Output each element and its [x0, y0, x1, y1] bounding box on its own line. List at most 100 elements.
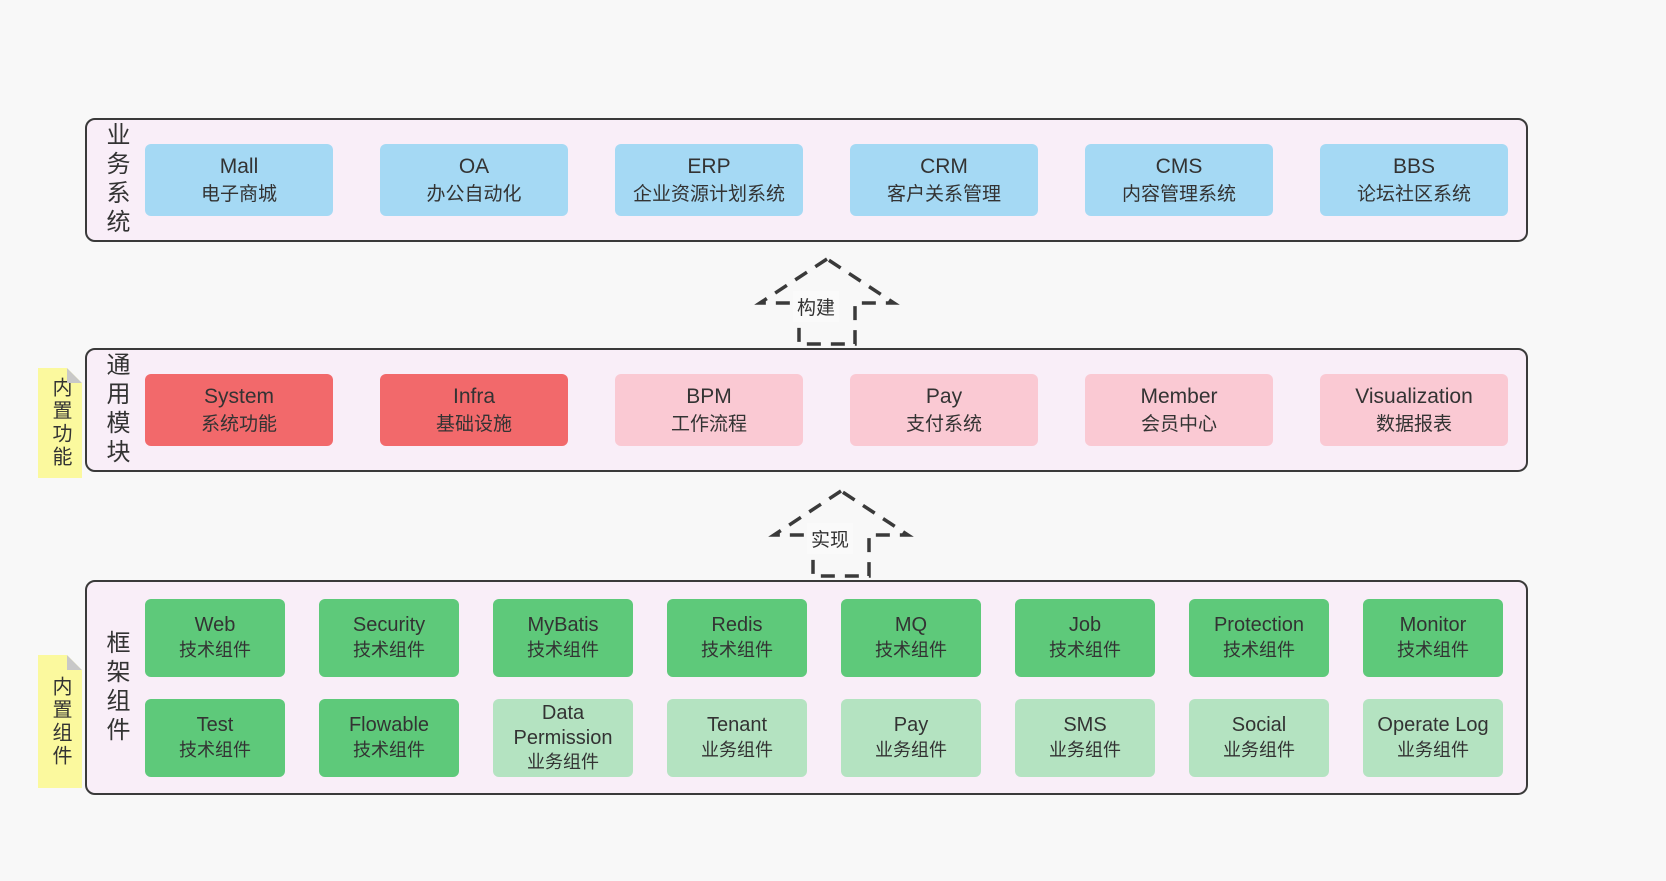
note-builtin-features-label: 内置功能 — [49, 377, 71, 469]
implement-arrow: 实现 — [766, 488, 916, 580]
box-infra: Infra 基础设施 — [380, 374, 568, 446]
box-redis: Redis 技术组件 — [667, 598, 807, 677]
box-bbs-name: BBS — [1392, 154, 1436, 178]
box-mall-desc: 电子商城 — [200, 183, 277, 205]
box-data-permission: Data Permission 业务组件 — [493, 698, 633, 777]
box-system-name: System — [203, 384, 274, 408]
box-social-name: Social — [1231, 714, 1287, 737]
box-test-name: Test — [196, 714, 234, 737]
note-builtin-features: 内置功能 — [38, 368, 82, 478]
box-web: Web 技术组件 — [145, 598, 285, 677]
layer-framework-components: 框架组件 Web 技术组件 Security 技术组件 MyBatis 技术组件… — [85, 580, 1528, 795]
box-pay-biz: Pay 业务组件 — [841, 698, 981, 777]
box-bpm: BPM 工作流程 — [615, 374, 803, 446]
box-oa: OA 办公自动化 — [380, 144, 568, 216]
box-social: Social 业务组件 — [1189, 698, 1329, 777]
box-mybatis: MyBatis 技术组件 — [493, 598, 633, 677]
box-job: Job 技术组件 — [1015, 598, 1155, 677]
box-web-name: Web — [194, 614, 236, 637]
box-monitor-name: Monitor — [1399, 614, 1467, 637]
box-visualization-desc: 数据报表 — [1375, 413, 1452, 435]
box-infra-desc: 基础设施 — [435, 413, 512, 435]
up-block-arrow-icon — [754, 256, 900, 346]
box-protection-name: Protection — [1213, 614, 1305, 637]
box-protection-desc: 技术组件 — [1223, 639, 1295, 660]
box-bpm-desc: 工作流程 — [670, 413, 747, 435]
box-cms-name: CMS — [1155, 154, 1203, 178]
box-test: Test 技术组件 — [145, 698, 285, 777]
box-visualization-name: Visualization — [1355, 384, 1473, 408]
box-tenant-desc: 业务组件 — [701, 739, 773, 760]
box-mq: MQ 技术组件 — [841, 598, 981, 677]
layer-business-systems-label: 业务系统 — [102, 122, 129, 238]
box-protection: Protection 技术组件 — [1189, 598, 1329, 677]
box-mall: Mall 电子商城 — [145, 144, 333, 216]
box-erp-desc: 企业资源计划系统 — [632, 183, 785, 205]
implement-arrow-label: 实现 — [807, 523, 854, 554]
common-modules-row: System 系统功能 Infra 基础设施 BPM 工作流程 Pay 支付系统… — [145, 374, 1508, 446]
build-arrow-label: 构建 — [793, 291, 840, 322]
box-bpm-name: BPM — [686, 384, 732, 408]
box-flowable-name: Flowable — [348, 714, 430, 737]
box-security: Security 技术组件 — [319, 598, 459, 677]
layer-framework-components-label: 框架组件 — [102, 629, 129, 746]
box-web-desc: 技术组件 — [179, 639, 251, 660]
box-member: Member 会员中心 — [1085, 374, 1273, 446]
box-cms: CMS 内容管理系统 — [1085, 144, 1273, 216]
box-oa-name: OA — [458, 154, 490, 178]
box-data-permission-name: Data Permission — [513, 702, 613, 749]
box-mq-desc: 技术组件 — [875, 639, 947, 660]
box-pay: Pay 支付系统 — [850, 374, 1038, 446]
box-mall-name: Mall — [219, 154, 259, 178]
box-mybatis-desc: 技术组件 — [527, 639, 599, 660]
box-pay-name: Pay — [925, 384, 963, 408]
framework-components-grid: Web 技术组件 Security 技术组件 MyBatis 技术组件 Redi… — [145, 598, 1503, 777]
box-monitor: Monitor 技术组件 — [1363, 598, 1503, 677]
box-crm-name: CRM — [920, 154, 968, 178]
up-block-arrow-icon — [768, 488, 914, 578]
build-arrow: 构建 — [752, 256, 902, 348]
box-infra-name: Infra — [452, 384, 496, 408]
box-security-name: Security — [352, 614, 426, 637]
box-bbs: BBS 论坛社区系统 — [1320, 144, 1508, 216]
box-redis-desc: 技术组件 — [701, 639, 773, 660]
box-sms-name: SMS — [1063, 714, 1107, 737]
box-cms-desc: 内容管理系统 — [1121, 183, 1236, 205]
box-security-desc: 技术组件 — [353, 639, 425, 660]
box-flowable: Flowable 技术组件 — [319, 698, 459, 777]
box-system-desc: 系统功能 — [200, 413, 277, 435]
layer-business-systems: 业务系统 Mall 电子商城 OA 办公自动化 ERP 企业资源计划系统 CRM… — [85, 118, 1528, 242]
box-crm-desc: 客户关系管理 — [886, 183, 1001, 205]
box-test-desc: 技术组件 — [179, 739, 251, 760]
box-sms-desc: 业务组件 — [1049, 739, 1121, 760]
box-member-desc: 会员中心 — [1140, 413, 1217, 435]
box-member-name: Member — [1140, 384, 1218, 408]
note-builtin-components-label: 内置组件 — [49, 675, 71, 768]
box-sms: SMS 业务组件 — [1015, 698, 1155, 777]
box-bbs-desc: 论坛社区系统 — [1356, 183, 1471, 205]
box-system: System 系统功能 — [145, 374, 333, 446]
box-erp: ERP 企业资源计划系统 — [615, 144, 803, 216]
box-operate-log: Operate Log 业务组件 — [1363, 698, 1503, 777]
box-operate-log-name: Operate Log — [1377, 714, 1489, 737]
box-erp-name: ERP — [687, 154, 731, 178]
box-pay-desc: 支付系统 — [905, 413, 982, 435]
box-oa-desc: 办公自动化 — [426, 183, 522, 205]
box-pay-biz-desc: 业务组件 — [875, 739, 947, 760]
layer-common-modules-label: 通用模块 — [102, 352, 129, 468]
box-mybatis-name: MyBatis — [527, 614, 599, 637]
box-social-desc: 业务组件 — [1223, 739, 1295, 760]
box-crm: CRM 客户关系管理 — [850, 144, 1038, 216]
box-job-name: Job — [1068, 614, 1102, 637]
box-operate-log-desc: 业务组件 — [1397, 739, 1469, 760]
box-visualization: Visualization 数据报表 — [1320, 374, 1508, 446]
box-monitor-desc: 技术组件 — [1397, 639, 1469, 660]
box-job-desc: 技术组件 — [1049, 639, 1121, 660]
box-flowable-desc: 技术组件 — [353, 739, 425, 760]
box-data-permission-desc: 业务组件 — [527, 751, 599, 772]
box-mq-name: MQ — [894, 614, 928, 637]
note-fold-corner-icon — [67, 368, 82, 383]
box-pay-biz-name: Pay — [893, 714, 929, 737]
box-redis-name: Redis — [711, 614, 763, 637]
